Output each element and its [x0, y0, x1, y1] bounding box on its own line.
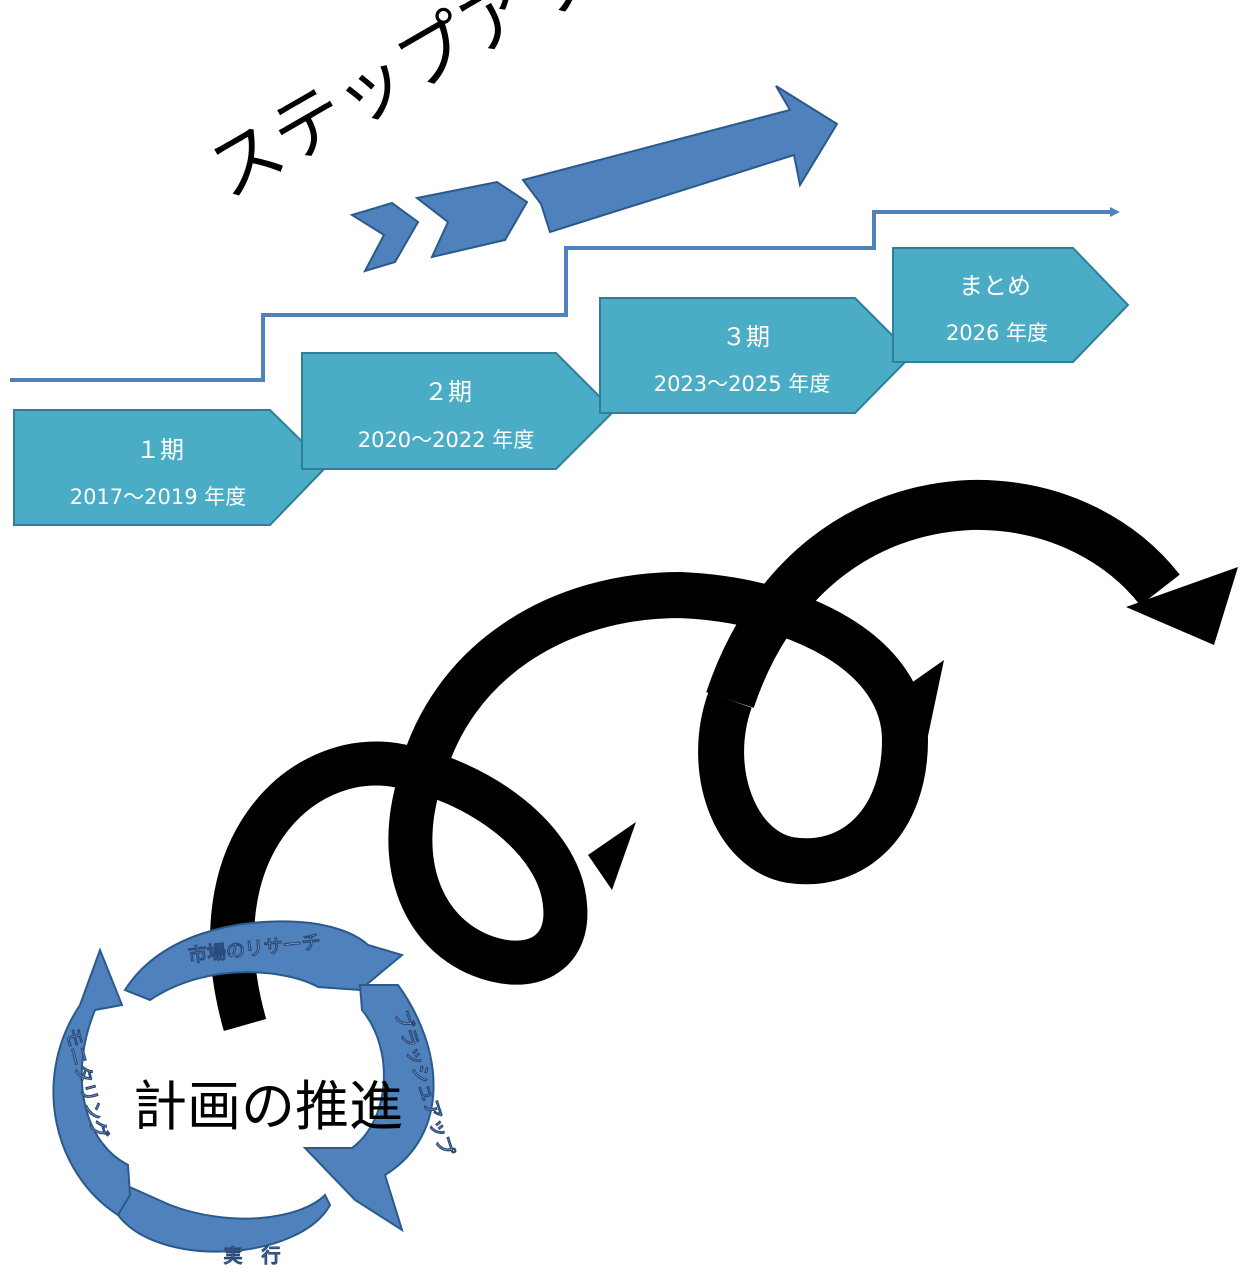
phase-4-shape [892, 247, 1130, 363]
cycle-center-text: 計画の推進 [133, 1075, 403, 1138]
spiral-segment-1 [210, 741, 588, 1032]
cycle-arrow-right [302, 984, 435, 1233]
spiral-segment-3 [706, 479, 1180, 709]
phase-4-title: まとめ [959, 272, 1031, 300]
phase-3-years: 2023～2025 年度 [654, 372, 831, 396]
phase-2: ２期 2020～2022 年度 [301, 352, 616, 470]
phase-1: １期 2017～2019 年度 [13, 409, 329, 526]
growth-spiral-arrow [210, 479, 1238, 1032]
phase-2-shape [301, 352, 616, 470]
phase-3-shape [599, 297, 914, 414]
phase-4-years: 2026 年度 [946, 321, 1048, 345]
large-stepup-arrow [521, 85, 839, 234]
spiral-arrowhead-small-2 [880, 660, 944, 750]
cycle-step-execute: 実 行 [223, 1244, 280, 1267]
phase-1-years: 2017～2019 年度 [70, 485, 247, 509]
phase-1-title: １期 [136, 436, 184, 464]
stepup-chevrons [349, 85, 839, 273]
phase-4: まとめ 2026 年度 [892, 247, 1130, 363]
phase-3-title: ３期 [722, 323, 770, 351]
cycle-arrow-left [52, 947, 132, 1217]
cycle-arrow-top [123, 920, 405, 1002]
phase-2-title: ２期 [424, 378, 472, 406]
phase-1-shape [13, 409, 329, 526]
spiral-arrowhead-small-1 [588, 822, 636, 890]
phase-3: ３期 2023～2025 年度 [599, 297, 914, 414]
stair-progress-line [10, 207, 1120, 382]
phase-2-years: 2020～2022 年度 [358, 428, 535, 452]
pdca-cycle: 計画の推進 市場のリサーチ ブラッシュアップ 実 行 モニタリング [52, 920, 459, 1267]
chevron-small-2 [414, 180, 529, 259]
spiral-arrowhead-final [1126, 567, 1238, 645]
chevron-small-1 [349, 201, 420, 273]
cycle-arrow-bottom [116, 1183, 332, 1253]
